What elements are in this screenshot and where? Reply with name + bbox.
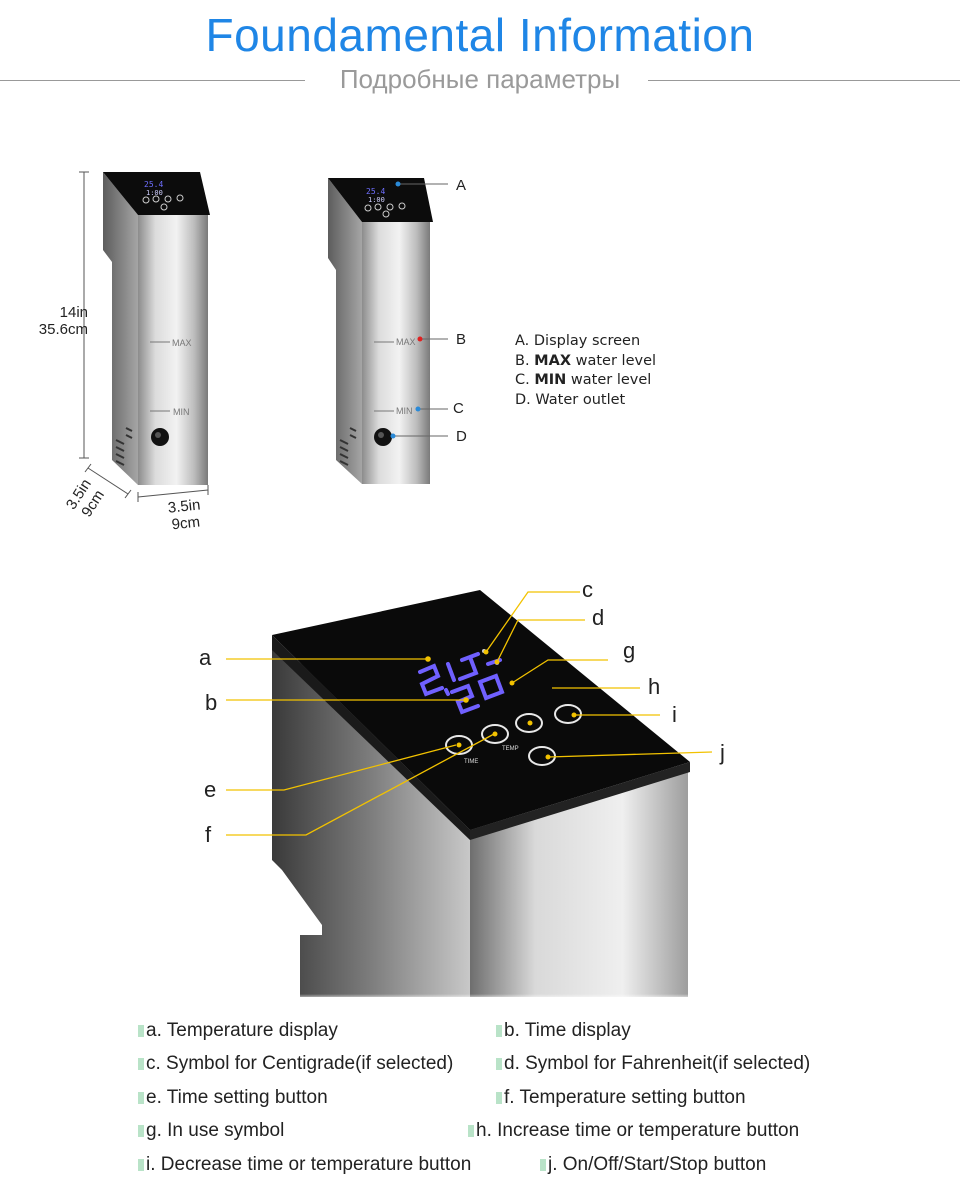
height-label: 14in 35.6cm xyxy=(20,304,88,338)
legend-item-b: B. MAX water level xyxy=(515,352,657,369)
device-label-b: B xyxy=(456,331,467,348)
svg-text:MIN: MIN xyxy=(173,407,190,417)
svg-text:25.4: 25.4 xyxy=(366,187,385,196)
panel-callout-dots xyxy=(425,649,577,760)
device-label-a: A xyxy=(456,177,467,194)
panel-label-f: f xyxy=(205,822,212,847)
device-legend: A. Display screen B. MAX water level C. … xyxy=(515,332,656,410)
svg-text:1:00: 1:00 xyxy=(368,196,385,204)
desc-f: f. Temperature setting button xyxy=(496,1087,746,1109)
subtitle-rule-left xyxy=(0,80,305,81)
svg-text:MIN: MIN xyxy=(396,406,413,416)
desc-j: j. On/Off/Start/Stop button xyxy=(540,1154,766,1176)
panel-label-e: e xyxy=(204,777,217,802)
legend-item-a: A. Display screen xyxy=(515,333,641,349)
svg-text:1:00: 1:00 xyxy=(146,189,163,197)
device-labelled-view: 25.4 1:00 MAX MIN xyxy=(328,178,448,484)
legend-item-d: D. Water outlet xyxy=(515,391,626,408)
control-panel-closeup: TIME TEMP xyxy=(260,590,700,1000)
panel-label-h: h xyxy=(648,674,661,699)
panel-label-j: j xyxy=(720,740,725,765)
device-label-c: C xyxy=(453,400,464,417)
device-label-d: D xyxy=(456,428,467,445)
svg-text:MAX: MAX xyxy=(396,337,416,347)
desc-c: c. Symbol for Centigrade(if selected) xyxy=(138,1053,453,1075)
legend-item-c: C. MIN water level xyxy=(515,372,652,388)
panel-callout-lines xyxy=(226,591,713,836)
svg-text:MAX: MAX xyxy=(172,338,192,348)
panel-label-g: g xyxy=(623,638,636,663)
subtitle-rule-right xyxy=(648,80,960,81)
height-in: 14in xyxy=(59,304,88,321)
desc-d: d. Symbol for Fahrenheit(if selected) xyxy=(496,1053,810,1075)
desc-g: g. In use symbol xyxy=(138,1120,284,1142)
device-dimension-view: 25.4 1:00 MAX MIN xyxy=(79,171,210,502)
svg-text:TEMP: TEMP xyxy=(502,746,519,752)
desc-a: a. Temperature display xyxy=(138,1020,338,1042)
panel-label-d: d xyxy=(592,605,605,630)
desc-i: i. Decrease time or temperature button xyxy=(138,1154,471,1176)
page-subtitle: Подробные параметры xyxy=(0,64,960,95)
svg-text:25.4: 25.4 xyxy=(144,180,163,189)
panel-label-b: b xyxy=(205,690,218,715)
panel-label-i: i xyxy=(672,702,677,727)
svg-text:TIME: TIME xyxy=(464,759,478,765)
desc-h: h. Increase time or temperature button xyxy=(468,1120,799,1142)
page-title: Foundamental Information xyxy=(205,9,755,61)
width-label: 3.5in 9cm xyxy=(148,494,221,535)
panel-label-c: c xyxy=(582,577,593,602)
desc-b: b. Time display xyxy=(496,1020,631,1042)
desc-e: e. Time setting button xyxy=(138,1087,328,1109)
height-cm: 35.6cm xyxy=(38,321,88,338)
panel-label-a: a xyxy=(199,645,212,670)
